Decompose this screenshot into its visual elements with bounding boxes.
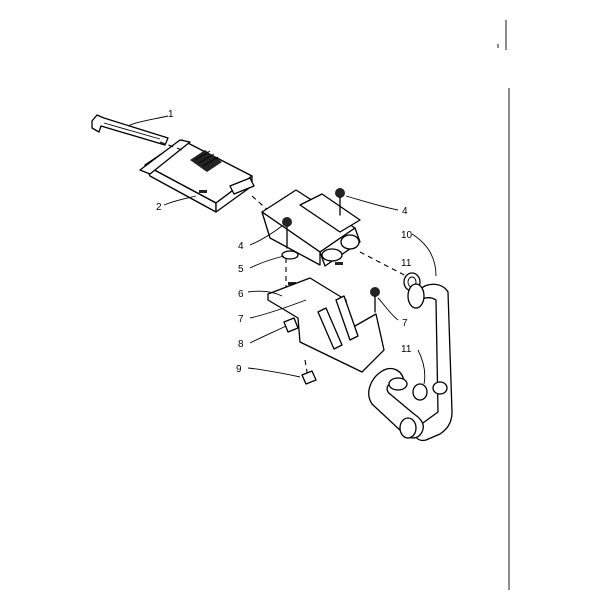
- callout-4-left: 4: [238, 241, 244, 252]
- screw-7-right: [370, 287, 380, 313]
- washer-5: [281, 250, 299, 260]
- part-2-filter-cartridge: [139, 139, 255, 213]
- valve-housing: [261, 189, 361, 285]
- leader-lines: [127, 115, 437, 385]
- callout-11-upper: 11: [401, 258, 412, 269]
- callout-7-right: 7: [402, 318, 408, 329]
- part-11-clamp-lower: [412, 383, 428, 401]
- callout-8: 8: [238, 339, 244, 350]
- screw-4-left: [282, 217, 292, 249]
- screw-4-top: [335, 188, 345, 216]
- callout-7-left: 7: [238, 314, 244, 325]
- callout-4-top: 4: [402, 206, 408, 217]
- part-1-lever: [91, 114, 169, 146]
- part-9-clip: [301, 370, 317, 385]
- callout-labels: 1 2 4 4 5 6 7 7 8 9 10 11 11: [156, 109, 413, 375]
- part-10-tubing: [368, 283, 453, 442]
- part-6-bracket: [267, 277, 385, 373]
- callout-11-lower: 11: [401, 344, 412, 355]
- callout-10: 10: [401, 230, 413, 241]
- callout-9: 9: [236, 364, 242, 375]
- callout-5: 5: [238, 264, 244, 275]
- callout-6: 6: [238, 289, 244, 300]
- part-8-clip: [283, 317, 299, 333]
- callout-2: 2: [156, 202, 162, 213]
- border-marks: [497, 20, 510, 590]
- callout-1: 1: [168, 109, 174, 120]
